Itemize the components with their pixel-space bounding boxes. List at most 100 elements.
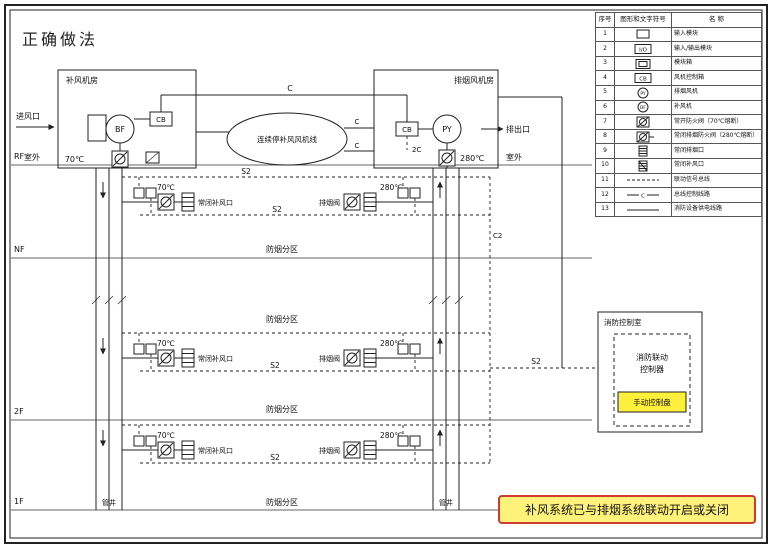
input-module-icon bbox=[145, 343, 157, 355]
cloud-note: C C 连续停补风风机线 bbox=[196, 112, 374, 166]
note-text: 补风系统已与排烟系统联动开启或关闭 bbox=[524, 503, 729, 517]
fire-valve-280-icon bbox=[438, 149, 456, 167]
supply-grill-icon bbox=[638, 160, 648, 172]
c-line-label-upper: C bbox=[355, 118, 360, 126]
exhaust-fan-tag: PY bbox=[442, 125, 452, 134]
fan-inlet-housing bbox=[87, 114, 107, 142]
supply-fan-room: 补风机房 BF CB 70℃ 进风口 室外 bbox=[16, 69, 197, 169]
legend-header-name: 名 称 bbox=[671, 12, 762, 28]
exhaust-grill-icon bbox=[638, 145, 648, 157]
floor-label-2f: 2F bbox=[14, 407, 24, 416]
supply-fan-icon: BF bbox=[637, 101, 649, 113]
control-room-label: 消防控制室 bbox=[604, 317, 642, 327]
legend-no: 6 bbox=[595, 99, 615, 116]
legend-no: 12 bbox=[595, 187, 615, 203]
legend-row: 3 模块箱 bbox=[595, 55, 762, 72]
legend-name: 常开防火阀（70℃熔断） bbox=[671, 114, 762, 130]
legend-symbol-text: CB bbox=[639, 77, 647, 83]
c-line-label-top: C bbox=[287, 84, 293, 93]
legend-name: 模块箱 bbox=[671, 55, 762, 72]
input-module-icon bbox=[145, 435, 157, 447]
exhaust-grill-icon bbox=[363, 440, 377, 460]
legend-no: 5 bbox=[595, 84, 615, 101]
legend-name: 常闭排烟口 bbox=[671, 143, 762, 159]
supply-fire-valve-icon bbox=[157, 193, 175, 211]
legend-name: 常闭补风口 bbox=[671, 157, 762, 174]
input-module-icon bbox=[133, 435, 145, 447]
linkage-controller-label-2: 控制器 bbox=[640, 364, 664, 374]
air-inlet-label: 进风口 bbox=[16, 112, 40, 121]
floor-label-rf: RF bbox=[14, 152, 25, 161]
exhaust-fan-room: 排烟风机房 PY CB 280℃ 2C 排出口 室外 bbox=[373, 69, 530, 169]
io-module-icon bbox=[409, 435, 421, 447]
exhaust-room-label: 排烟风机房 bbox=[454, 75, 494, 85]
legend-row: 8 常闭排烟防火阀（280℃熔断） bbox=[595, 128, 762, 145]
legend-symbol-text: C bbox=[641, 193, 645, 199]
legend-name: 输入模块 bbox=[671, 26, 762, 43]
note-banner: 补风系统已与排烟系统联动开启或关闭 bbox=[498, 495, 756, 524]
cloud-shape bbox=[226, 112, 348, 166]
exhaust-valve-temp-label: 280℃ bbox=[380, 183, 403, 192]
legend-row: 5 PY 排烟风机 bbox=[595, 84, 762, 101]
legend-name: 联动信号总线 bbox=[671, 172, 762, 189]
s2-signal-bus: S2 S2 S2 S2 C2 S2 bbox=[122, 167, 598, 464]
legend-row: 12 C 总线控制线路 bbox=[595, 187, 762, 203]
io-module-icon bbox=[397, 343, 409, 355]
smoke-zone-labels: 防烟分区 防烟分区 防烟分区 防烟分区 bbox=[266, 244, 298, 507]
supply-grill-label: 常闭补风口 bbox=[198, 354, 233, 363]
legend-name: 风机控制箱 bbox=[671, 70, 762, 86]
legend-row: 7 常开防火阀（70℃熔断） bbox=[595, 114, 762, 130]
legend-no: 8 bbox=[595, 128, 615, 145]
supply-grill-icon bbox=[181, 440, 195, 460]
module-box-icon bbox=[635, 58, 651, 69]
exhaust-fan-icon: PY bbox=[637, 87, 649, 99]
outdoor-label-right: 室外 bbox=[506, 152, 522, 162]
linkage-controller-label-1: 消防联动 bbox=[636, 352, 668, 362]
legend-header-no: 序号 bbox=[595, 12, 615, 28]
power-control-lines: C bbox=[161, 84, 563, 368]
outdoor-label-left: 室外 bbox=[24, 152, 40, 162]
branch-row-2f: 70℃ 常闭补风口 排烟阀 280℃ bbox=[122, 333, 433, 371]
legend-no: 2 bbox=[595, 41, 615, 57]
fire-control-room: 消防控制室 消防联动 控制器 手动控制盘 bbox=[597, 311, 703, 433]
supply-valve-temp-label: 70℃ bbox=[157, 183, 175, 192]
s2-label-c-bot: S2 bbox=[270, 453, 280, 462]
supply-valve-temp-label: 70℃ bbox=[157, 431, 175, 440]
input-module-icon bbox=[133, 187, 145, 199]
floor-lines: RF NF 2F 1F bbox=[11, 152, 592, 511]
legend-header-symbol: 图形和文字符号 bbox=[614, 12, 672, 28]
legend-no: 3 bbox=[595, 55, 615, 72]
floor-label-1f: 1F bbox=[14, 497, 24, 506]
legend-no: 9 bbox=[595, 143, 615, 159]
legend-name: 消防设备供电线路 bbox=[671, 201, 762, 218]
legend-row: 2 I/O 输入/输出模块 bbox=[595, 41, 762, 57]
legend-row: 10 常闭补风口 bbox=[595, 157, 762, 174]
drawing-border bbox=[4, 4, 768, 544]
supply-grill-label: 常闭补风口 bbox=[198, 198, 233, 207]
right-shaft: 管井 bbox=[428, 168, 464, 510]
supply-fire-valve-icon bbox=[157, 441, 175, 459]
legend-row: 13 消防设备供电线路 bbox=[595, 201, 762, 218]
legend-no: 4 bbox=[595, 70, 615, 86]
exhaust-valve-temp: 280℃ bbox=[460, 154, 484, 163]
exhaust-damper-icon bbox=[343, 193, 361, 211]
io-module-icon bbox=[409, 187, 421, 199]
exhaust-valve-label: 排烟阀 bbox=[319, 354, 340, 363]
legend-table: 序号 图形和文字符号 名 称 1 输入模块 2 I/O 输入/输出模块 3 模块… bbox=[595, 12, 762, 218]
fire-valve-280-icon bbox=[636, 131, 654, 143]
exhaust-valve-label: 排烟阀 bbox=[319, 446, 340, 455]
legend-symbol-text: PY bbox=[640, 91, 646, 97]
s2-label-b-bot: S2 bbox=[270, 361, 280, 370]
c-line-label-lower: C bbox=[355, 142, 360, 150]
branch-row-1f: 70℃ 常闭补风口 排烟阀 280℃ bbox=[122, 425, 433, 463]
cloud-text: 连续停补风风机线 bbox=[257, 134, 317, 144]
signal-line-icon bbox=[627, 179, 659, 181]
legend-no: 1 bbox=[595, 26, 615, 43]
exhaust-grill-icon bbox=[363, 348, 377, 368]
legend-name: 常闭排烟防火阀（280℃熔断） bbox=[671, 128, 762, 145]
input-module-icon bbox=[636, 29, 650, 39]
fan-control-box-icon: CB bbox=[634, 73, 652, 84]
exhaust-cb-tag: CB bbox=[402, 126, 412, 134]
legend-header-row: 序号 图形和文字符号 名 称 bbox=[595, 12, 762, 28]
